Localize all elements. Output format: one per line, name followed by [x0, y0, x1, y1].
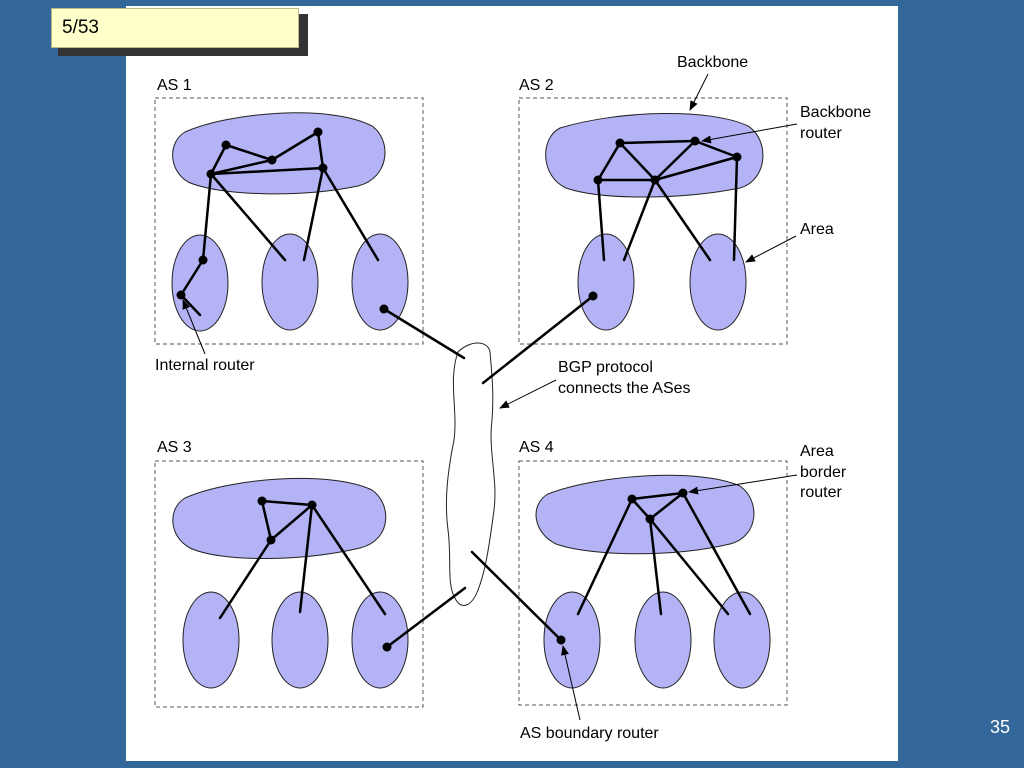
as1-backbone	[172, 112, 386, 195]
bgp-links	[382, 294, 595, 649]
callout-internal-router-label: Internal router	[155, 357, 255, 374]
as4-area-left	[543, 591, 601, 689]
callout-bgp-line1: BGP protocol	[558, 359, 653, 376]
callout-backbone-router: Backbone router	[701, 104, 871, 144]
as2-router	[650, 175, 660, 185]
as3-router	[307, 500, 317, 510]
as3-router	[266, 535, 276, 545]
as1-router	[206, 169, 216, 179]
as1-area-right	[351, 233, 409, 331]
callout-as-boundary-router: AS boundary router	[520, 645, 659, 742]
callout-area: Area	[745, 221, 834, 263]
as3-label: AS 3	[157, 439, 192, 456]
callout-area-border-router-line2: border	[800, 464, 847, 481]
as1-group: AS 1	[154, 77, 424, 345]
callout-internal-router: Internal router	[155, 299, 255, 374]
as1-router	[313, 127, 323, 137]
as2-boundary	[518, 97, 788, 345]
callout-bgp-line2: connects the ASes	[558, 380, 691, 397]
as1-router	[267, 155, 277, 165]
as2-router	[615, 138, 625, 148]
as1-area-left	[171, 234, 229, 332]
callout-area-border-router-line3: router	[800, 484, 842, 501]
as2-area-left	[577, 233, 635, 331]
as4-group: AS 4	[518, 439, 788, 706]
as3-backbone	[172, 477, 387, 559]
callout-area-border-router: Area border router	[688, 443, 847, 501]
callout-backbone-label: Backbone	[677, 54, 748, 71]
as4-area-right	[713, 591, 771, 689]
as3-group: AS 3	[154, 439, 424, 708]
as1-internal-router	[198, 255, 208, 265]
as2-backbone-router	[690, 136, 700, 146]
as2-group: AS 2	[518, 77, 788, 345]
as1-internal-router	[176, 290, 186, 300]
as1-links	[179, 130, 380, 317]
callout-area-border-router-line1: Area	[800, 443, 834, 460]
as4-boundary	[518, 460, 788, 706]
as2-area-right	[689, 233, 747, 331]
as3-links	[218, 499, 387, 620]
callout-area-label: Area	[800, 221, 834, 238]
as1-router	[318, 163, 328, 173]
callout-backbone: Backbone	[677, 54, 748, 111]
as4-router	[627, 494, 637, 504]
page-number: 35	[990, 717, 1011, 737]
as4-label: AS 4	[519, 439, 554, 456]
as2-label: AS 2	[519, 77, 554, 94]
as4-links	[576, 491, 752, 616]
as2-router	[732, 152, 742, 162]
as1-boundary	[154, 97, 424, 345]
as4-area-border-router	[678, 488, 688, 498]
callout-bgp: BGP protocol connects the ASes	[499, 359, 691, 409]
as1-routers	[176, 127, 389, 314]
as3-router	[257, 496, 267, 506]
callout-backbone-router-line1: Backbone	[800, 104, 871, 121]
slide-counter: 5/53	[51, 8, 299, 48]
as1-area-middle	[261, 233, 319, 331]
as4-area-middle	[634, 591, 692, 689]
bgp-cloud	[445, 342, 496, 606]
callout-backbone-router-line2: router	[800, 125, 842, 142]
as2-links	[596, 139, 739, 262]
slide-counter-text: 5/53	[62, 17, 99, 38]
as1-label: AS 1	[157, 77, 192, 94]
as3-area-middle	[271, 591, 329, 689]
as1-router	[221, 140, 231, 150]
as4-router	[645, 514, 655, 524]
as2-routers	[588, 136, 742, 301]
callout-as-boundary-router-label: AS boundary router	[520, 725, 659, 742]
as3-area-right	[351, 591, 409, 689]
as2-router	[593, 175, 603, 185]
as3-area-left	[182, 591, 240, 689]
as3-boundary	[154, 460, 424, 708]
